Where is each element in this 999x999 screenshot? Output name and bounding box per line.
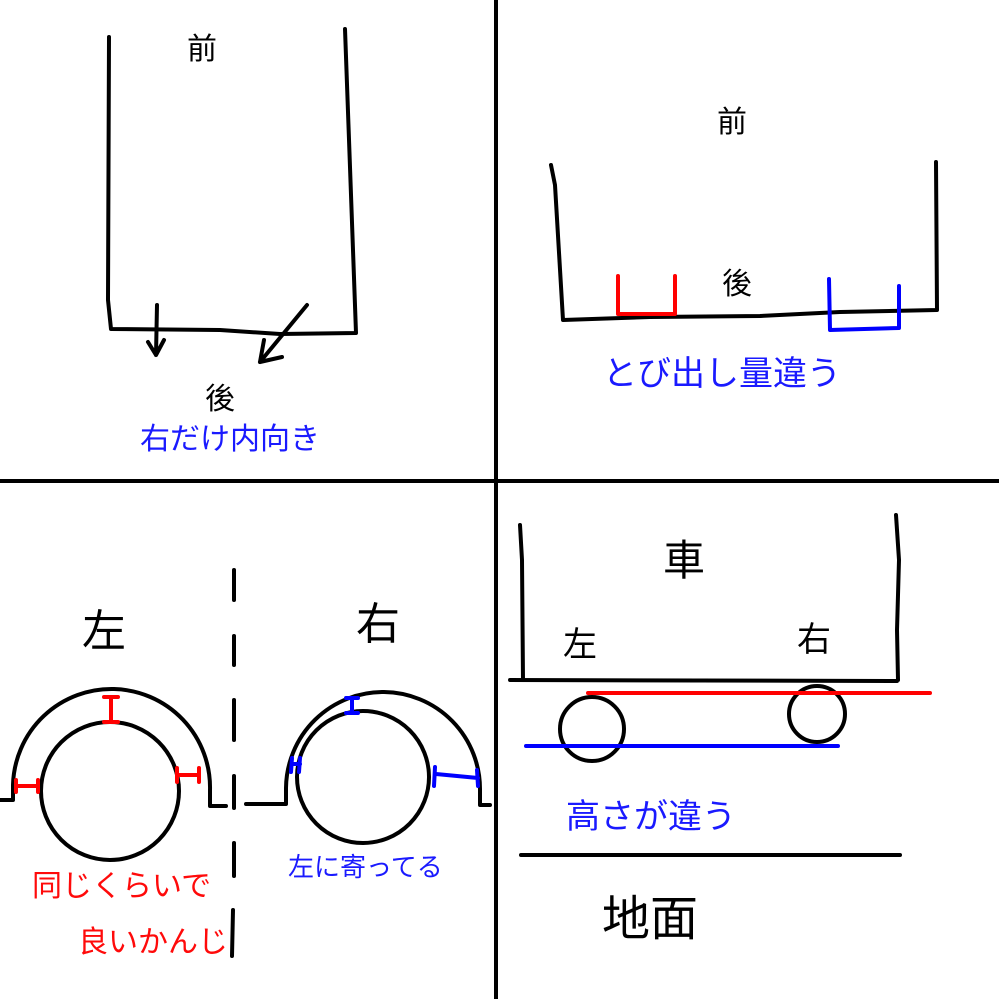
- left-label: 左: [82, 606, 126, 657]
- left-wheel-arch: [0, 687, 228, 862]
- left-note-line2: 良いかんじ: [78, 925, 228, 960]
- right-label: 右: [356, 599, 400, 650]
- rear-label: 後: [205, 382, 235, 417]
- height-note: 高さが違う: [566, 797, 736, 837]
- top-left-car-outline: [106, 27, 358, 364]
- left-label: 左: [563, 625, 597, 665]
- right-label: 右: [797, 620, 831, 660]
- right-offset-bracket: [827, 277, 901, 332]
- bottom-right-side-view: [508, 513, 932, 857]
- arrow-down-icon: [146, 303, 166, 357]
- rear-label: 後: [722, 267, 752, 302]
- top-right-rear-view: [549, 160, 939, 332]
- arrow-diagonal-icon: [258, 303, 309, 364]
- right-wheel-arch: [244, 690, 492, 845]
- top-left-note: 右だけ内向き: [140, 422, 320, 457]
- front-label: 前: [187, 32, 217, 67]
- top-right-note: とび出し量違う: [603, 354, 841, 394]
- center-dashed-line: [230, 568, 236, 958]
- left-note-line1: 同じくらいで: [32, 869, 212, 904]
- front-label: 前: [717, 105, 747, 140]
- ground-label: 地面: [602, 891, 699, 947]
- right-note: 左に寄ってる: [288, 853, 443, 883]
- left-offset-bracket: [616, 274, 677, 316]
- car-label: 車: [663, 536, 706, 585]
